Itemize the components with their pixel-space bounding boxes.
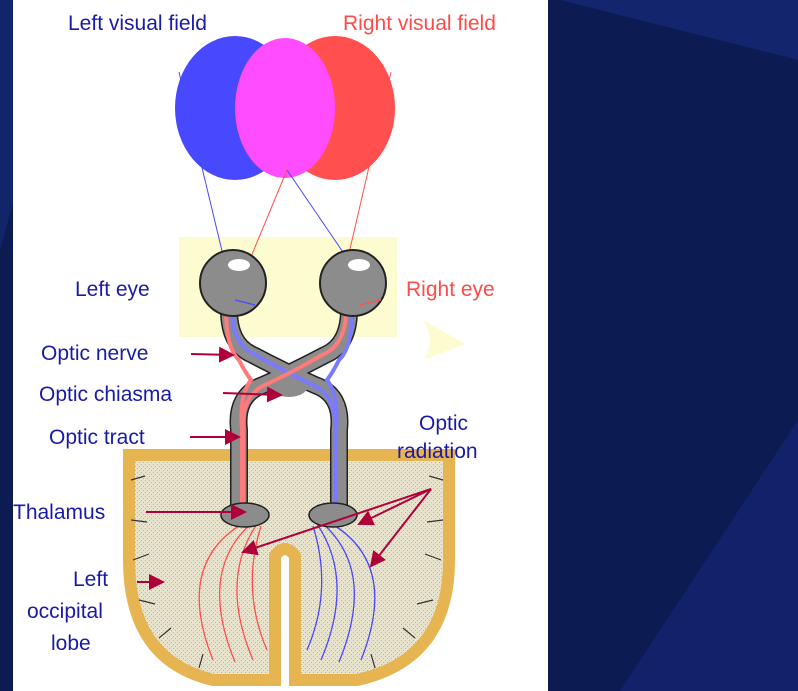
visual-fields	[175, 36, 395, 180]
direction-arrow	[423, 320, 465, 360]
left-thalamus	[221, 503, 269, 527]
background-swoosh-top-right	[560, 0, 798, 60]
left-eye-highlight	[228, 259, 250, 271]
label-right-visual-field: Right visual field	[343, 12, 496, 35]
optic-chiasma-arrow	[223, 393, 281, 395]
left-eyeball	[200, 250, 266, 316]
label-optic-chiasma: Optic chiasma	[39, 383, 172, 406]
label-optic-radiation-2: radiation	[397, 440, 478, 463]
occipital-lobe	[129, 455, 449, 680]
label-left-occipital-3: lobe	[51, 632, 91, 655]
label-optic-radiation-1: Optic	[419, 412, 468, 435]
label-optic-tract: Optic tract	[49, 426, 145, 449]
label-optic-nerve: Optic nerve	[41, 342, 148, 365]
right-thalamus	[309, 503, 357, 527]
binocular-overlap	[235, 38, 335, 178]
diagram-panel: Left visual field Right visual field Lef…	[13, 0, 548, 691]
label-thalamus: Thalamus	[13, 501, 105, 524]
optic-nerve-arrow	[191, 354, 233, 355]
label-right-eye: Right eye	[406, 278, 495, 301]
right-eyeball	[320, 250, 386, 316]
background-swoosh-bottom-right	[620, 420, 798, 691]
label-left-occipital-1: Left	[73, 568, 108, 591]
label-left-occipital-2: occipital	[27, 600, 103, 623]
occipital-region	[129, 455, 455, 680]
right-eye-highlight	[348, 259, 370, 271]
label-left-visual-field: Left visual field	[68, 12, 207, 35]
label-left-eye: Left eye	[75, 278, 150, 301]
